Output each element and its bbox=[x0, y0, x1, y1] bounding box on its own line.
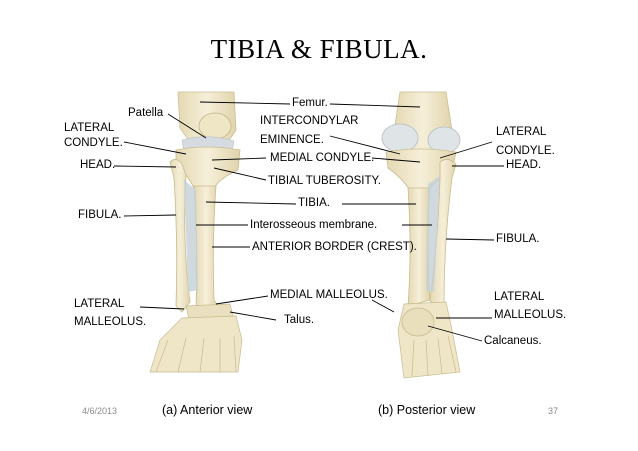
label-talus: Talus. bbox=[284, 314, 315, 326]
posterior-condyle-left bbox=[381, 123, 419, 153]
label-lateral-condyle-anterior: LATERAL CONDYLE. bbox=[64, 122, 123, 149]
label-lateral-malleolus-posterior: LATERAL MALLEOLUS. bbox=[494, 291, 567, 321]
label-femur: Femur. bbox=[292, 97, 328, 109]
anterior-view-figure bbox=[149, 91, 243, 373]
label-medial-malleolus: MEDIAL MALLEOLUS. bbox=[270, 289, 388, 301]
anterior-foot bbox=[149, 315, 243, 373]
label-lateral-malleolus-anterior: LATERAL MALLEOLUS. bbox=[74, 298, 147, 328]
label-fibula-anterior: FIBULA. bbox=[78, 209, 122, 221]
slide-title: TIBIA & FIBULA. bbox=[210, 34, 428, 64]
posterior-fibula bbox=[429, 159, 457, 311]
leader-lines bbox=[113, 101, 504, 342]
anterior-interosseous-membrane bbox=[184, 180, 198, 292]
label-head-anterior: HEAD. bbox=[80, 159, 116, 171]
anterior-patella bbox=[198, 112, 232, 140]
label-calcaneus: Calcaneus. bbox=[484, 335, 542, 347]
anterior-fibula bbox=[169, 159, 191, 313]
label-tibial-tuberosity: TIBIAL TUBEROSITY. bbox=[268, 175, 381, 187]
posterior-view-figure bbox=[381, 91, 461, 379]
slide-page-number: 37 bbox=[548, 406, 559, 416]
label-head-posterior: HEAD. bbox=[506, 159, 542, 171]
label-patella: Patella bbox=[128, 107, 164, 119]
posterior-view-caption: (b) Posterior view bbox=[378, 403, 476, 417]
anterior-tibia-shaft bbox=[193, 185, 219, 311]
label-anterior-border: ANTERIOR BORDER (CREST). bbox=[252, 241, 417, 253]
anterior-view-caption: (a) Anterior view bbox=[162, 403, 253, 417]
label-tibia: TIBIA. bbox=[298, 197, 330, 209]
slide-date: 4/6/2013 bbox=[82, 406, 118, 416]
label-fibula-posterior: FIBULA. bbox=[496, 233, 540, 245]
label-intercondylar-eminence: INTERCONDYLAR EMINENCE. bbox=[260, 115, 359, 146]
posterior-calcaneus bbox=[401, 307, 435, 337]
label-interosseous-membrane: Interosseous membrane. bbox=[250, 219, 378, 231]
label-lateral-condyle-posterior: LATERAL CONDYLE. bbox=[496, 126, 555, 157]
posterior-interosseous-membrane bbox=[426, 176, 440, 292]
label-medial-condyle: MEDIAL CONDYLE. bbox=[270, 152, 375, 164]
